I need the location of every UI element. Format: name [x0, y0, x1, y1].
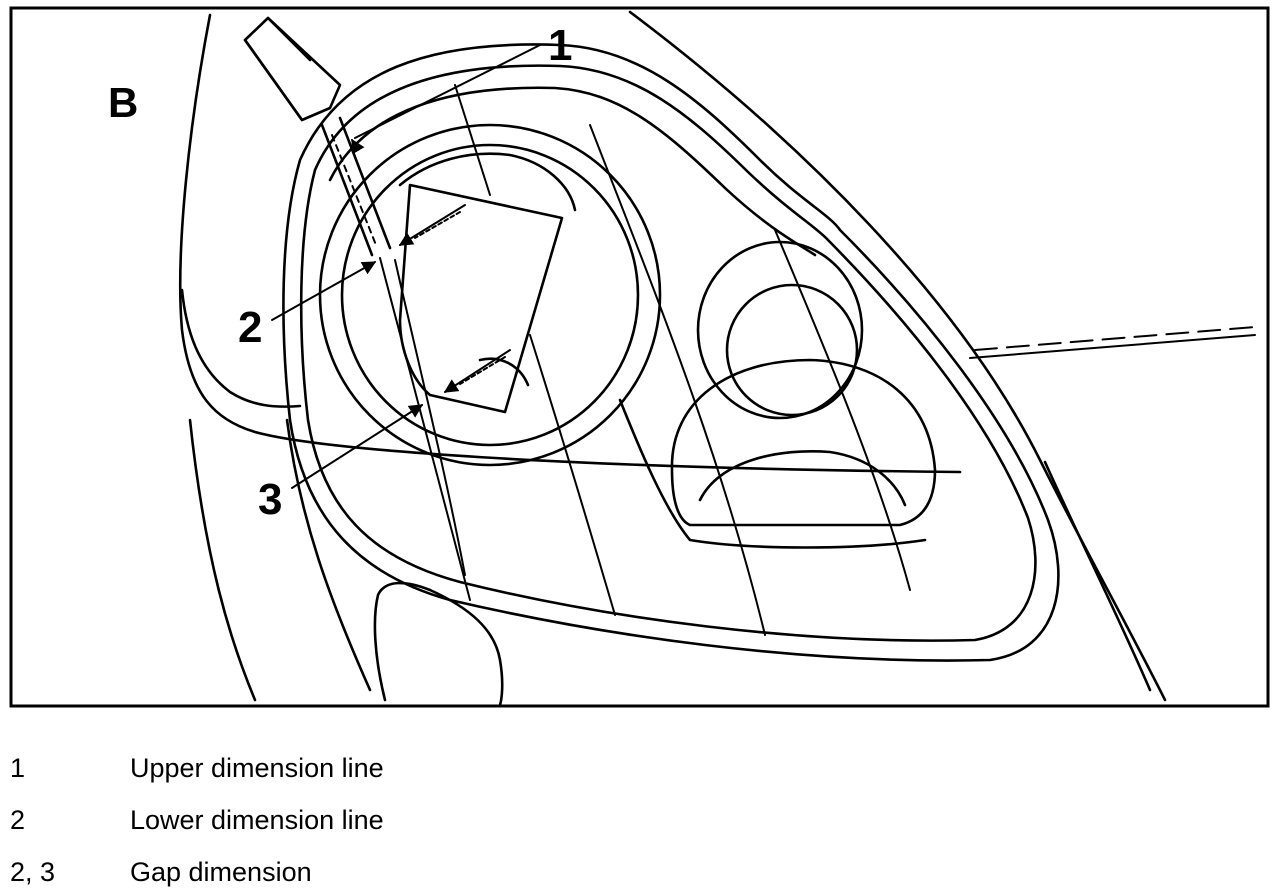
gauge-tool: [243, 16, 392, 257]
fender-inner-line: [180, 288, 302, 408]
housing-outer: [282, 43, 1060, 662]
hood-gap-line-2: [974, 326, 1256, 351]
reference-line: [379, 257, 471, 601]
housing-trim: [328, 86, 817, 257]
housing-inner: [299, 64, 1037, 642]
headlight-diagram: B: [9, 6, 1270, 708]
legend-text: Lower dimension line: [130, 805, 384, 835]
legend-text: Gap dimension: [130, 857, 312, 887]
legend-text: Upper dimension line: [130, 753, 384, 783]
hood-inner-line: [1043, 460, 1152, 692]
small-lamp-inner: [725, 283, 859, 417]
legend-row-2: 2 Lower dimension line: [0, 800, 1280, 840]
main-reflector: [318, 123, 662, 467]
lower-lamp-outer: [670, 358, 937, 527]
reflector-inner: [340, 143, 640, 447]
bumper-edge-line: [188, 418, 257, 702]
tool-shaft-centerline: [331, 134, 377, 246]
legend-row-1: 1 Upper dimension line: [0, 748, 1280, 788]
lamp-bulb-arc: [398, 152, 577, 212]
hood-edge-line: [628, 10, 1167, 702]
callout-2-leader: [271, 261, 377, 321]
callout-1: 1: [354, 21, 572, 139]
small-lamp-outer: [696, 240, 864, 420]
lamp-lower-arc: [478, 357, 530, 387]
legend-key: 2, 3: [10, 857, 56, 887]
legend-key: 2: [10, 805, 26, 835]
secondary-lamps: [618, 240, 937, 549]
hood-gap-line-1: [969, 334, 1256, 359]
callout-1-leader: [354, 44, 541, 139]
adjustment-plate: [398, 183, 564, 414]
figure-frame: [9, 6, 1270, 708]
lens-lines: [394, 84, 911, 636]
tool-handle-edges: [243, 16, 312, 122]
arrow-lower: [443, 349, 511, 393]
legend-row-3: 2, 3 Gap dimension: [0, 852, 1280, 892]
direction-arrows: [351, 138, 511, 393]
lower-lamp-frame: [618, 398, 927, 549]
reflector-outer: [318, 123, 662, 467]
headlight-housing: [282, 43, 1060, 662]
callout-3-leader: [291, 404, 424, 489]
arrow-upper: [398, 204, 466, 246]
callout-3-number: 3: [258, 475, 282, 524]
legend-key: 1: [10, 753, 26, 783]
callout-3: 3: [258, 404, 424, 524]
tool-shaft: [320, 116, 392, 257]
callout-2-number: 2: [238, 303, 262, 352]
body-contours: [178, 10, 1256, 702]
fog-lamp-outline: [373, 581, 504, 707]
callout-2: 2: [238, 261, 377, 352]
panel-label: B: [108, 79, 138, 126]
bumper-left-line: [285, 418, 372, 692]
fender-outline: [178, 13, 962, 474]
callout-1-number: 1: [548, 21, 572, 70]
diagram-canvas: B: [9, 6, 1270, 708]
lower-lamp-arc: [698, 450, 907, 507]
